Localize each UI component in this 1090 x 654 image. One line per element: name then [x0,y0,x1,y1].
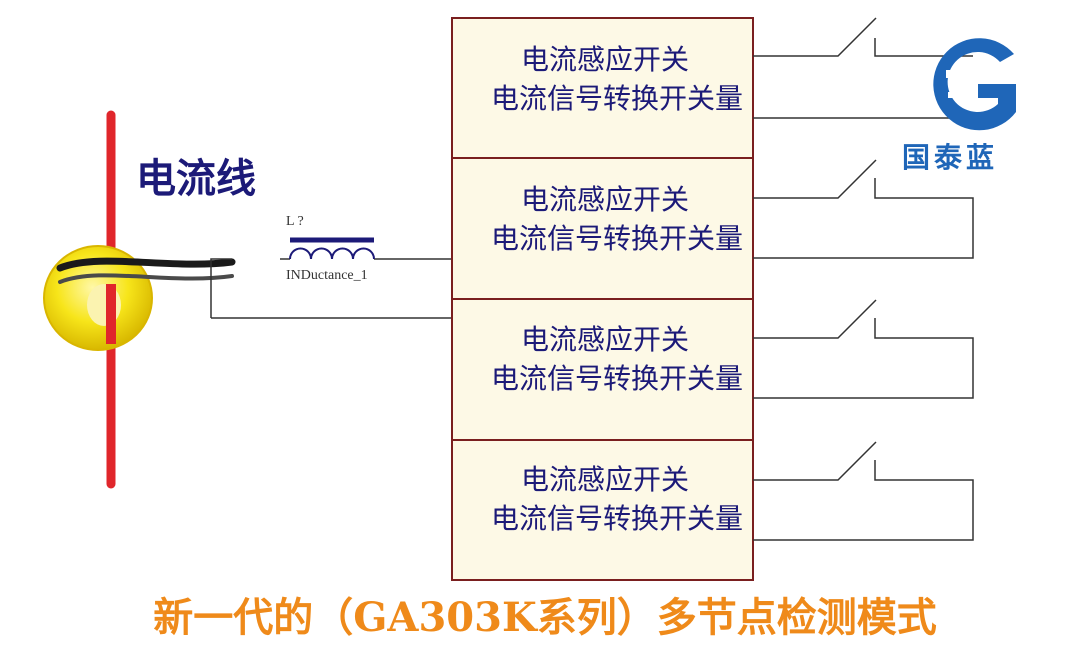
toroid-core-icon [43,245,236,351]
switch-box-stack [451,17,754,581]
switch-contact-3 [753,299,974,399]
gtl-logo-icon [933,38,1016,131]
switch-contact-1 [753,17,973,119]
switch-box-2-line2: 电流信号转换开关量 [490,222,743,255]
wire-label: 电流线 [136,156,256,202]
switch-box-1-line1: 电流感应开关 [520,43,689,76]
switch-box-4-line1: 电流感应开关 [520,463,689,496]
switch-box-4-line2: 电流信号转换开关量 [490,502,743,535]
inductor-wiring [210,258,452,319]
footer-title: 新一代的（GA303K系列）多节点检测模式 [153,594,937,641]
switch-box-2-line1: 电流感应开关 [520,183,689,216]
switch-box-1 [451,17,754,159]
switch-contact-2 [753,159,974,259]
inductor-name: INDuctance_1 [286,268,368,283]
inductor-reference: L ? [286,214,304,229]
switch-box-3-line1: 电流感应开关 [520,323,689,356]
switch-contact-4 [753,441,974,541]
brand-name: 国泰蓝 [902,141,999,174]
switch-box-3-line2: 电流信号转换开关量 [490,362,743,395]
switch-box-1-line2: 电流信号转换开关量 [490,82,743,115]
inductor-symbol-icon [289,237,375,260]
switch-box-4 [451,439,754,581]
switch-box-3 [451,298,754,441]
switch-contacts [753,17,974,541]
switch-box-2 [451,157,754,300]
